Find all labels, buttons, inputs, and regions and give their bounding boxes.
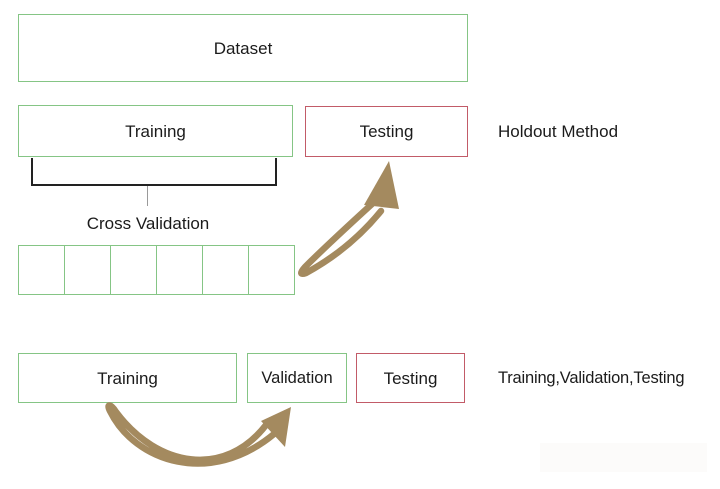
threeway-testing-label: Testing [383, 368, 438, 388]
cross-validation-label: Cross Validation [86, 214, 210, 233]
holdout-method-caption: Holdout Method [498, 121, 619, 141]
cv-fold [65, 246, 111, 294]
arrow-head [364, 161, 399, 209]
cv-fold [203, 246, 249, 294]
holdout-training-box: Training [18, 105, 293, 157]
cv-fold [19, 246, 65, 294]
curved-arrow-cv-to-testing [298, 161, 399, 277]
cv-folds [18, 245, 295, 295]
threeway-caption: Training,Validation,Testing [498, 368, 685, 387]
dataset-box: Dataset [18, 14, 468, 82]
cv-fold [111, 246, 157, 294]
threeway-training-label: Training [97, 368, 158, 388]
threeway-training-box: Training [18, 353, 237, 403]
threeway-validation-label: Validation [261, 368, 333, 387]
cv-fold [249, 246, 294, 294]
cv-bracket-tick [147, 186, 148, 206]
cv-bracket [31, 158, 277, 186]
dataset-label: Dataset [213, 38, 273, 58]
arrow-body [105, 402, 278, 467]
threeway-testing-box: Testing [356, 353, 465, 403]
cv-fold [157, 246, 203, 294]
arrow-body [298, 200, 385, 277]
holdout-testing-box: Testing [305, 106, 468, 157]
holdout-training-label: Training [125, 121, 186, 141]
watermark-area [540, 443, 707, 472]
arrow-head [261, 407, 291, 447]
curved-arrow-training-to-validation [105, 402, 291, 467]
holdout-testing-label: Testing [359, 122, 414, 141]
threeway-validation-box: Validation [247, 353, 347, 403]
